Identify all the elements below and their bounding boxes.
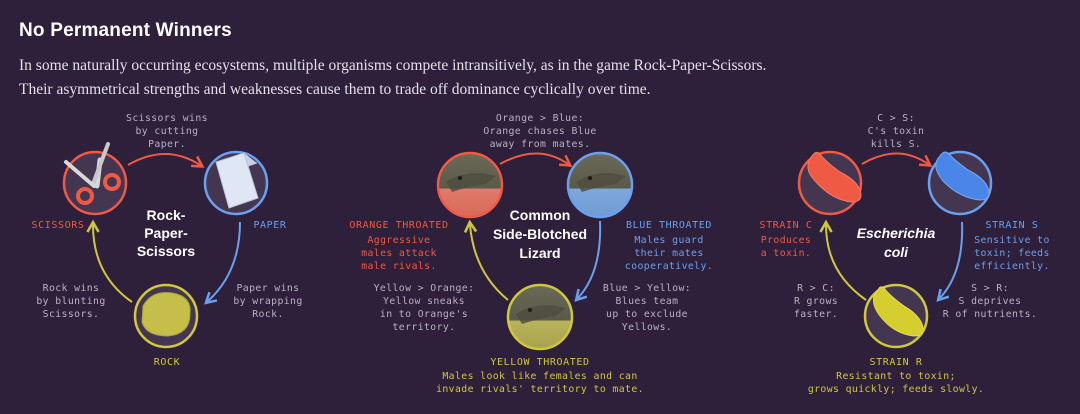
lizard-center-3: Lizard	[519, 245, 560, 261]
rps-right-note-3: Rock.	[252, 309, 284, 320]
bacterium-c-icon	[807, 151, 862, 203]
ecoli-top-note-1: C > S:	[877, 113, 915, 124]
ecoli-right-note-3: R of nutrients.	[943, 309, 1037, 320]
ecoli-top-note-2: C's toxin	[868, 126, 925, 137]
lizard-left-note-3: in to Orange's	[380, 309, 468, 320]
intro-text-line-1: In some naturally occurring ecosystems, …	[19, 57, 767, 74]
arrow-paper-to-rock	[204, 221, 241, 305]
lizard-right-note-2: Blues team	[616, 296, 679, 307]
arrow-scissors-to-paper	[127, 153, 205, 168]
lizard-left-note-2: Yellow sneaks	[383, 296, 465, 307]
yellow-desc-1: Males look like females and can	[442, 371, 637, 382]
blue-desc-2: their mates	[634, 248, 703, 259]
strain-r-desc-2: grows quickly; feeds slowly.	[808, 384, 984, 395]
strain-c-desc-1: Produces	[761, 235, 811, 246]
blue-desc-3: cooperatively.	[625, 261, 713, 272]
rps-right-note-1: Paper wins	[237, 283, 300, 294]
rps-left-note-3: Scissors.	[43, 309, 100, 320]
rock-icon	[141, 292, 191, 337]
ecoli-left-note-1: R > C:	[797, 283, 835, 294]
rps-center-2: Paper-	[144, 225, 188, 241]
bacterium-r-icon	[873, 286, 924, 337]
scissors-label: SCISSORS	[32, 220, 85, 231]
arrow-c-to-s	[861, 152, 933, 168]
paper-icon	[215, 152, 259, 209]
lizard-top-note-1: Orange > Blue:	[496, 113, 584, 124]
strain-s-desc-2: toxin; feeds	[974, 248, 1050, 259]
strain-r-label: STRAIN R	[870, 357, 923, 368]
ecoli-right-note-2: S deprives	[959, 296, 1022, 307]
lizard-head-icon	[516, 305, 566, 324]
orange-desc-3: male rivals.	[361, 261, 437, 272]
lizard-right-note-4: Yellows.	[622, 322, 672, 333]
ecoli-diagram: Escherichia coli STRAIN C Produces a tox…	[760, 113, 1050, 395]
scissors-icon	[64, 142, 121, 205]
ecoli-right-note-1: S > R:	[971, 283, 1009, 294]
strain-c-label: STRAIN C	[760, 220, 813, 231]
rps-right-note-2: by wrapping	[233, 296, 302, 307]
rps-center-1: Rock-	[147, 207, 186, 223]
rps-diagram: Rock- Paper- Scissors SCISSORS PAPER ROC…	[32, 113, 303, 368]
rps-left-note-1: Rock wins	[43, 283, 100, 294]
arrow-yellow-to-orange	[463, 219, 509, 301]
rps-top-note-3: Paper.	[148, 139, 186, 150]
strain-s-desc-3: efficiently.	[974, 261, 1050, 272]
intro-text-line-2: Their asymmetrical strengths and weaknes…	[19, 81, 651, 98]
lizard-head-icon	[576, 173, 626, 192]
lizard-top-note-2: Orange chases Blue	[483, 126, 596, 137]
lizard-right-note-3: up to exclude	[606, 309, 688, 320]
arrow-orange-to-blue	[499, 152, 573, 168]
blue-desc-1: Males guard	[634, 235, 703, 246]
strain-r-desc-1: Resistant to toxin;	[836, 371, 956, 382]
yellow-desc-2: invade rivals' territory to mate.	[436, 384, 644, 395]
lizard-left-note-1: Yellow > Orange:	[374, 283, 475, 294]
lizard-right-note-1: Blue > Yellow:	[603, 283, 691, 294]
blue-throated-label: BLUE THROATED	[626, 220, 712, 231]
rps-top-note-2: by cutting	[136, 126, 199, 137]
arrow-r-to-c	[819, 219, 867, 301]
lizard-center-2: Side-Blotched	[493, 226, 587, 242]
rps-left-note-2: by blunting	[36, 296, 105, 307]
lizard-top-note-3: away from mates.	[490, 139, 591, 150]
ecoli-center-2: coli	[884, 244, 909, 260]
yellow-throated-label: YELLOW THROATED	[490, 357, 589, 368]
arrow-s-to-r	[936, 221, 964, 302]
ecoli-top-note-3: kills S.	[871, 139, 921, 150]
orange-desc-1: Aggressive	[368, 235, 431, 246]
paper-label: PAPER	[253, 220, 286, 231]
arrow-blue-to-yellow	[574, 220, 602, 302]
lizard-head-icon	[446, 173, 496, 192]
ecoli-center-1: Escherichia	[857, 225, 936, 241]
strain-s-desc-1: Sensitive to	[974, 235, 1050, 246]
rps-top-note-1: Scissors wins	[126, 113, 208, 124]
bacterium-s-icon	[935, 151, 990, 201]
rock-label: ROCK	[154, 357, 180, 368]
arrow-rock-to-scissors	[86, 219, 133, 303]
lizard-center-1: Common	[510, 207, 571, 223]
page-title: No Permanent Winners	[19, 20, 232, 41]
rps-center-3: Scissors	[137, 243, 196, 259]
strain-c-desc-2: a toxin.	[761, 248, 811, 259]
ecoli-left-note-3: faster.	[794, 309, 838, 320]
orange-desc-2: males attack	[361, 248, 437, 259]
lizard-left-note-4: territory.	[393, 322, 456, 333]
orange-throated-label: ORANGE THROATED	[349, 220, 448, 231]
ecoli-left-note-2: R grows	[794, 296, 838, 307]
strain-s-label: STRAIN S	[986, 220, 1039, 231]
lizard-diagram: Common Side-Blotched Lizard ORANGE THROA…	[349, 113, 713, 395]
